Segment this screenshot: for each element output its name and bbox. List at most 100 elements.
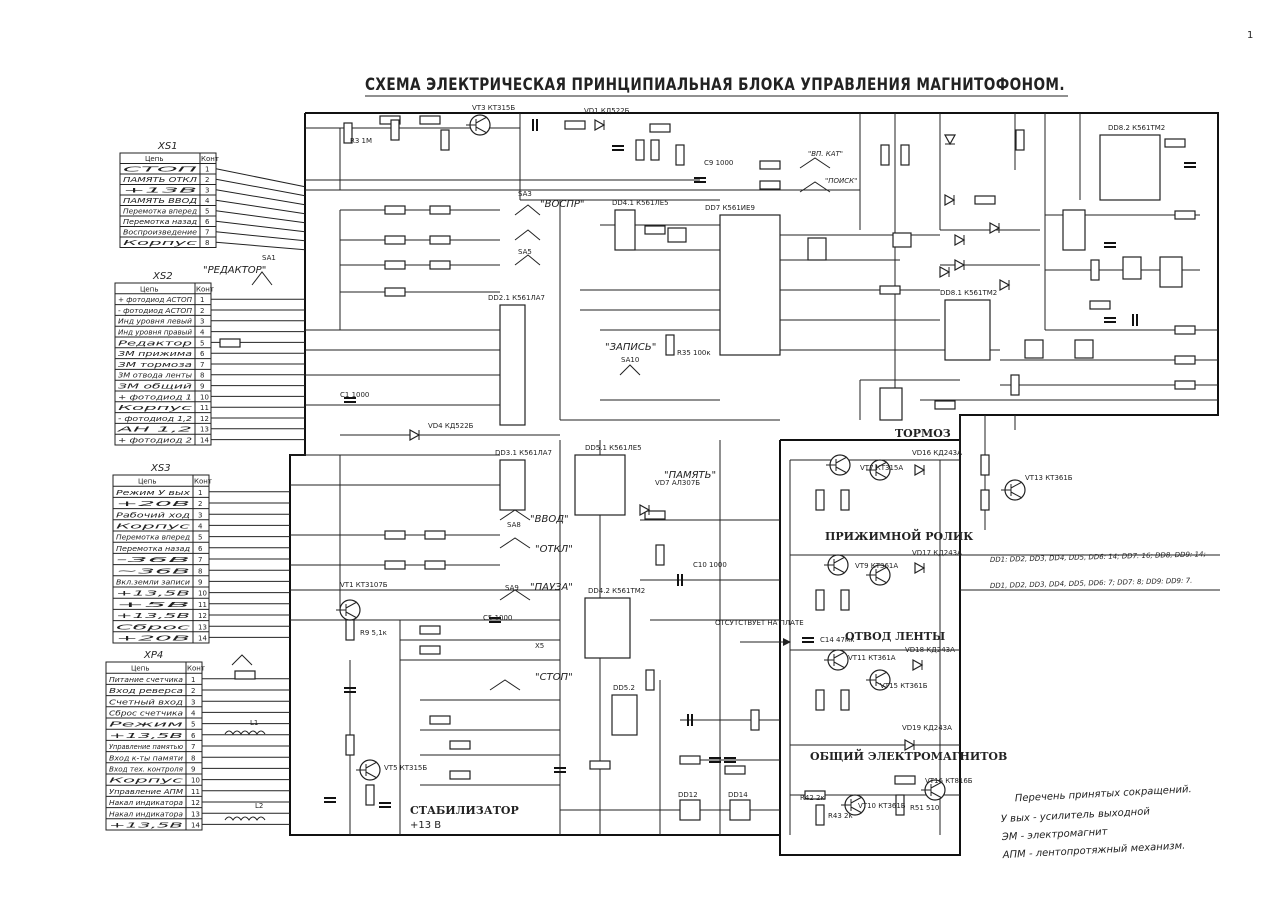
resistor: [980, 454, 990, 476]
diode: [409, 428, 421, 442]
connector-contact: 9: [200, 383, 204, 391]
label-vt5: VT5 КТ315Б: [384, 764, 427, 772]
diode: [594, 118, 606, 132]
connector-contact: 13: [198, 623, 207, 631]
connector-circuit: Перемотка назад: [116, 545, 190, 553]
ic-gate-7: [1024, 339, 1044, 359]
transistors: [336, 114, 1026, 816]
resistor: [1174, 380, 1196, 390]
connector-contact: 4: [198, 523, 203, 531]
label-vd17: VD17 КД243А: [912, 549, 962, 557]
connector-contact: 5: [198, 534, 202, 542]
label-vd18: VD18 КД243А: [905, 646, 955, 654]
capacitor: [677, 574, 683, 586]
switch-sa3: [514, 204, 541, 216]
page-number: 1: [1247, 30, 1253, 41]
resistor: [219, 338, 241, 348]
connector-circuit: +13,5В: [116, 612, 191, 620]
transistor: [826, 454, 851, 476]
label-vt10: VT10 КТ361Б: [858, 802, 906, 810]
capacitor: [532, 119, 538, 131]
switch-sa4: [514, 229, 541, 241]
diode: [999, 278, 1011, 292]
resistor: [650, 139, 660, 161]
top-wiring: [305, 113, 1218, 436]
switch-poisk: [799, 181, 831, 193]
connector-contact: 2: [205, 176, 209, 184]
connector-circuit: Корпус: [118, 404, 192, 412]
connector-contact: 1: [191, 676, 195, 684]
label-vt11: VT11 КТ361А: [848, 654, 896, 662]
connector-circuit: ЗМ отвода ленты: [118, 372, 193, 380]
capacitor: [1104, 242, 1116, 248]
capacitor: [379, 802, 391, 808]
label-vt15: VT15 КТ361Б: [880, 682, 928, 690]
connector-contact: 1: [200, 296, 204, 304]
label-vt9: VT9 КТ361А: [855, 562, 898, 570]
label-vospr: "ВОСПР": [540, 199, 584, 210]
resistor: [675, 144, 685, 166]
resistor: [384, 260, 406, 270]
ic-dd8-1: [944, 299, 991, 361]
connector-contact: 5: [205, 208, 209, 216]
switches: [231, 157, 831, 691]
connector-contact: 1: [205, 166, 209, 174]
connector-circuit: + фотодиод 2: [118, 437, 193, 445]
resistor: [750, 709, 760, 731]
transistor: [466, 114, 491, 136]
abbreviation-3: АПМ - лентопротяжный механизм.: [1002, 841, 1186, 862]
connector-circuit: Инд уровня левый: [118, 318, 192, 326]
ic-gate-5: [1159, 256, 1183, 288]
abbreviations-title: Перечень принятых сокращений.: [1015, 784, 1192, 804]
label-vd19: VD19 КД243А: [902, 724, 952, 732]
resistor: [1174, 325, 1196, 335]
connector-header-contact: Конт: [187, 665, 205, 673]
label-r9: R9 5,1к: [360, 629, 387, 637]
connector-contact: 12: [198, 612, 207, 620]
label-stab: СТАБИЛИЗАТОР: [410, 804, 519, 817]
component-labels: R3 1М VT3 КТ315Б VD1 КД522Б C9 1000 C1 1…: [250, 104, 1073, 820]
label-x5: X5: [535, 642, 544, 650]
label-sa3: SA3: [518, 190, 532, 198]
resistor: [815, 804, 825, 826]
label-pamyat: "ПАМЯТЬ": [664, 470, 716, 481]
ic-gate-8: [1074, 339, 1094, 359]
inductor-l1: [224, 730, 266, 735]
connector-contact: 11: [191, 788, 200, 796]
capacitor: [554, 767, 566, 773]
label-r43: R43 2к: [828, 812, 853, 820]
connector-contact: 5: [191, 721, 195, 729]
connector-contact: 4: [200, 329, 205, 337]
connector-contact: 11: [200, 404, 209, 412]
capacitor: [344, 687, 356, 693]
capacitor: [802, 637, 814, 643]
resistor: [1174, 210, 1196, 220]
label-redactor: "РЕДАКТОР": [203, 265, 266, 276]
label-sa10: SA10: [621, 356, 639, 364]
label-tormoz: ТОРМОЗ: [895, 427, 951, 440]
connector-contact: 11: [198, 601, 207, 609]
ic-gate-4: [1062, 209, 1086, 251]
switch-stop: [489, 679, 521, 691]
diode: [989, 221, 1001, 235]
ic-dd5-2-label: DD5.2: [613, 684, 635, 692]
label-zapis: "ЗАПИСЬ": [605, 342, 656, 353]
abbreviation-2: ЭМ - электромагнит: [1001, 827, 1109, 844]
ic-dd8-1-label: DD8.1 К561ТМ2: [940, 289, 997, 297]
connector-contact: 13: [200, 426, 209, 434]
capacitor: [1104, 317, 1116, 323]
connector-circuit: +20В: [116, 635, 191, 643]
capacitor: [1184, 162, 1196, 168]
